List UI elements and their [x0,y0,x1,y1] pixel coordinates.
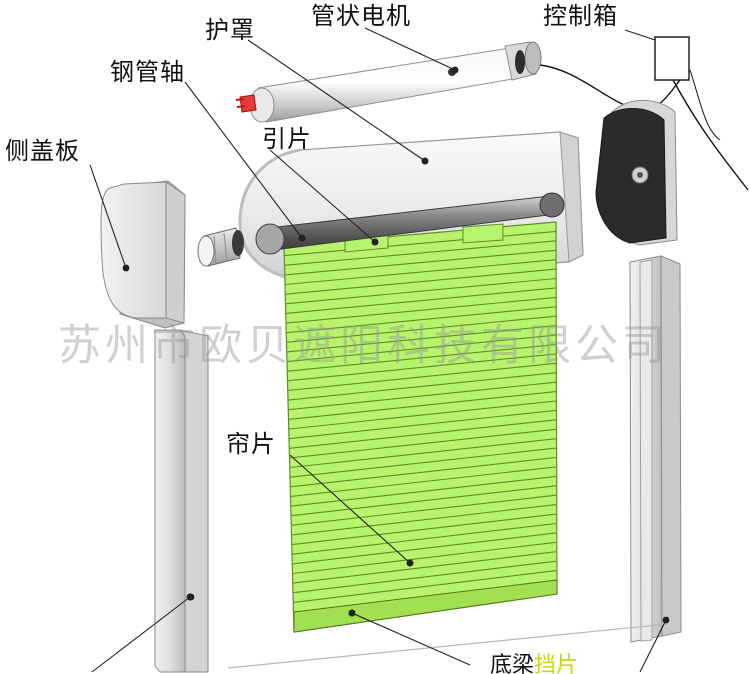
slat-seam [292,522,557,555]
slat-seam [291,485,557,517]
slat-seam [284,230,557,257]
leader-motor [364,27,456,71]
slat-seam [292,513,557,546]
leader-lines [89,27,667,673]
slat-seam [286,306,557,334]
slat-seam [292,541,557,575]
leader-bottom [351,612,471,666]
slat-seam [287,362,557,392]
slat-seam [289,409,557,440]
floor-line [227,623,669,669]
leader-curtain [289,454,411,564]
slat-seam [285,268,557,295]
leader-right-rail [639,619,667,673]
slat-seam [286,315,557,343]
slat-seam [288,400,557,430]
slat-seam [291,475,557,507]
slat-seam [285,277,557,305]
slat-seam [289,428,557,459]
slat-seam [293,551,557,584]
slat-seam [290,447,557,478]
slat-seam [291,494,557,526]
slat-seam [288,381,557,411]
control-cable-2 [671,77,749,191]
lead-slat-tab-right [462,223,504,244]
slat-seam [288,372,557,401]
slat-seam [293,570,557,603]
leader-shaft [184,81,303,239]
leader-cover [247,39,426,162]
control-box [654,36,690,81]
slat-seam [284,240,557,266]
slat-seam [287,343,557,372]
slat-seam [285,259,557,286]
label-tubular-motor: 管状电机 [311,2,411,30]
label-cover: 护罩 [205,16,255,44]
leader-side-cover [89,164,127,269]
slat-seam [290,456,557,488]
guide-rail-left [154,329,209,673]
slat-seam [285,287,557,314]
label-bottom-beam-text: 底梁 [490,653,535,674]
leader-control-box [624,29,656,41]
slat-seam [293,560,557,594]
guide-rail-right [629,255,682,643]
steel-shaft [255,192,565,255]
leader-left-rail [91,596,191,673]
slat-seam [288,391,557,420]
label-control-box: 控制箱 [543,2,618,30]
tubular-motor [235,41,542,123]
label-curtain-slat: 帘片 [226,430,276,458]
slat-seam [286,325,557,353]
label-steel-shaft: 钢管轴 [110,58,185,86]
slat-seam [291,504,557,536]
slat-seam [290,466,557,497]
slat-seam [286,296,557,324]
curtain-slats [283,221,558,633]
label-lead-slat: 引片 [262,125,312,153]
company-watermark: 苏州市欧贝遮阳科技有限公司 [58,321,669,371]
slat-seam [289,419,557,449]
slat-seam [290,438,557,469]
shaft-end-plug [197,227,244,267]
slat-seam [287,353,557,382]
slat-seam [292,532,557,565]
label-bottom-beam: 底梁挡片 [490,654,578,674]
slat-seam [287,334,557,363]
label-bottom-beam-accent: 挡片 [534,653,579,674]
side-cover-right [595,99,678,246]
label-side-cover: 侧盖板 [5,137,80,165]
slat-seam [284,249,557,276]
red-plug-icon [235,94,257,113]
leader-lead-slat [269,149,376,243]
control-cable-3 [689,69,721,141]
side-cover-left [100,180,186,329]
